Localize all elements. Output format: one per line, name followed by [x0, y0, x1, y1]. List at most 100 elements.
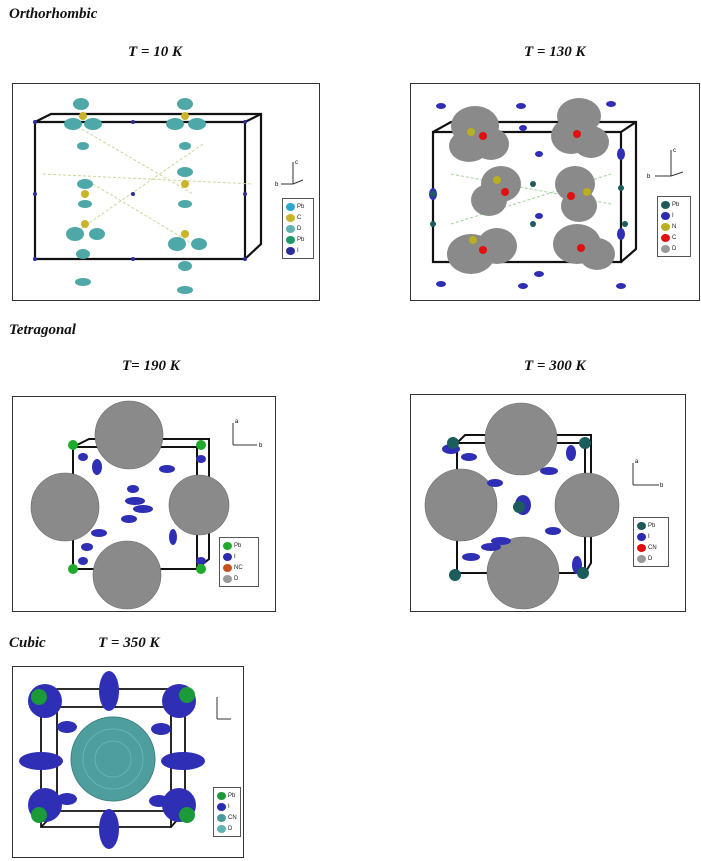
legend-label: D: [228, 825, 233, 832]
atom-swatch-icon: [637, 532, 646, 541]
legend-label: I: [648, 533, 650, 540]
legend-entry: D: [286, 223, 310, 234]
atom-swatch-icon: [286, 224, 295, 233]
methylammonium-columns: [33, 98, 247, 294]
svg-text:b: b: [660, 483, 664, 489]
temp-label-300k: T = 300 K: [524, 358, 586, 374]
legend-label: I: [672, 212, 674, 219]
atom-swatch-icon: [217, 802, 226, 811]
atom-swatch-icon: [217, 824, 226, 833]
central-cluster: [70, 716, 156, 802]
legend-entry: C: [661, 232, 687, 243]
legend-entry: I: [223, 551, 255, 562]
atom-swatch-icon: [286, 213, 295, 222]
legend-entry: Pb: [661, 199, 687, 210]
legend-label: D: [297, 225, 302, 232]
legend-entry: N: [661, 221, 687, 232]
legend-entry: Pb: [637, 520, 665, 531]
legend-entry: D: [637, 553, 665, 564]
axes-indicator-130k: c b: [647, 148, 684, 180]
atom-swatch-icon: [661, 200, 670, 209]
deuterated-clusters: [447, 98, 615, 274]
phase-title-orthorhombic: Orthorhombic: [9, 6, 98, 22]
svg-text:b: b: [259, 443, 263, 449]
legend-label: Pb: [228, 792, 236, 799]
atom-swatch-icon: [661, 233, 670, 242]
legend-entry: Pb: [223, 540, 255, 551]
crystal-structure-190k: [30, 400, 230, 610]
crystal-structure-130k: [429, 98, 638, 289]
atom-swatch-icon: [223, 552, 232, 561]
legend-label: Pb: [297, 203, 305, 210]
svg-text:c: c: [673, 148, 676, 154]
legend-label: D: [234, 575, 239, 582]
svg-text:a: a: [635, 459, 639, 465]
atom-swatch-icon: [286, 246, 295, 255]
axes-indicator-10k: c b: [275, 160, 304, 188]
atom-swatch-icon: [637, 554, 646, 563]
axes-indicator-350k: [216, 697, 231, 720]
legend-entry: D: [661, 243, 687, 254]
temp-label-350k: T = 350 K: [98, 635, 160, 651]
svg-text:a: a: [235, 419, 239, 425]
phase-title-cubic: Cubic: [9, 635, 46, 651]
legend-label: D: [648, 555, 653, 562]
legend-entry: D: [217, 823, 237, 834]
deuterated-clusters: [424, 402, 620, 610]
axes-indicator-190k: a b: [232, 419, 263, 449]
legend-label: Pb: [234, 542, 242, 549]
crystal-structure-350k: [19, 671, 205, 849]
svg-text:b: b: [647, 174, 651, 180]
legend-entry: D: [223, 573, 255, 584]
phase-title-tetragonal: Tetragonal: [9, 322, 76, 338]
legend-entry: CN: [637, 542, 665, 553]
legend-label: C: [297, 214, 302, 221]
legend-entry: NC: [223, 562, 255, 573]
legend-entry: I: [286, 245, 310, 256]
axis-label-c: c: [295, 160, 298, 166]
legend-entry: Pb: [286, 201, 310, 212]
deuterated-clusters: [30, 400, 230, 610]
legend-label: CN: [648, 544, 657, 551]
legend-label: Pb: [672, 201, 680, 208]
legend-label: CN: [228, 814, 237, 821]
legend-entry: I: [637, 531, 665, 542]
crystal-structure-300k: [424, 402, 620, 610]
legend-label: Pb: [648, 522, 656, 529]
legend-label: Pb: [297, 236, 305, 243]
legend-label: N: [672, 223, 677, 230]
atom-swatch-icon: [661, 222, 670, 231]
atom-swatch-icon: [637, 521, 646, 530]
atom-swatch-icon: [286, 235, 295, 244]
atom-swatch-icon: [661, 211, 670, 220]
atom-swatch-icon: [637, 543, 646, 552]
legend-entry: Pb: [217, 790, 237, 801]
axes-indicator-300k: a b: [632, 459, 664, 489]
temp-label-190k: T= 190 K: [122, 358, 180, 374]
temp-label-130k: T = 130 K: [524, 44, 586, 60]
legend-label: I: [228, 803, 230, 810]
temp-label-10k: T = 10 K: [128, 44, 182, 60]
atom-swatch-icon: [217, 791, 226, 800]
legend-entry: I: [217, 801, 237, 812]
legend-entry: I: [661, 210, 687, 221]
legend-entry: Pb: [286, 234, 310, 245]
legend-entry: C: [286, 212, 310, 223]
legend-entry: CN: [217, 812, 237, 823]
crystal-structure-10k: [33, 98, 263, 294]
legend-label: D: [672, 245, 677, 252]
legend-label: NC: [234, 564, 243, 571]
legend-label: C: [672, 234, 677, 241]
atom-swatch-icon: [286, 202, 295, 211]
atom-swatch-icon: [223, 574, 232, 583]
